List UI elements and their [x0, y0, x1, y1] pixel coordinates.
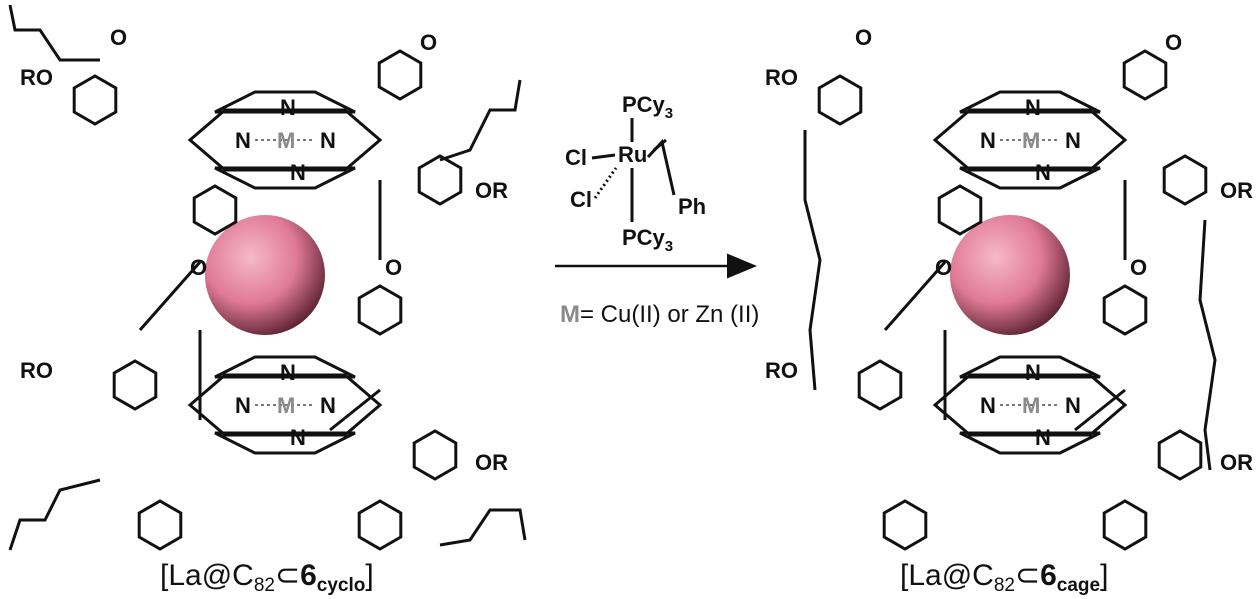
cl-label-2: Cl [570, 187, 592, 212]
porphyrin-core [932, 373, 1128, 437]
pyrrole-ring [214, 166, 356, 190]
butenyl-chain [439, 79, 522, 162]
or-label: OR [1220, 178, 1253, 203]
bond [591, 153, 616, 160]
benzene-ring [882, 499, 928, 551]
pyrrole-ring [959, 166, 1101, 190]
fullerene-sphere [205, 215, 325, 335]
oxygen-label: O [110, 25, 127, 50]
alkyl-chain [329, 388, 381, 432]
metal-conditions: M= Cu(II) or Zn (II) [560, 301, 759, 328]
benzene-ring [1162, 154, 1208, 206]
butenyl-chain [8, 4, 100, 62]
porphyrin-core [932, 108, 1128, 172]
nitrogen-label: N [235, 393, 251, 418]
ph-label: Ph [678, 194, 706, 219]
metal-label: M [1022, 393, 1040, 418]
nitrogen-label: N [1025, 360, 1041, 385]
porphyrin-core [187, 108, 383, 172]
benzene-ring [412, 429, 458, 481]
butenyl-chain [439, 508, 527, 547]
nitrogen-label: N [1035, 425, 1051, 450]
oxygen-label: O [1130, 255, 1147, 280]
benzene-ring [1157, 429, 1203, 481]
nitrogen-label: N [1025, 95, 1041, 120]
pcy3-top-label: PCy3 [622, 92, 673, 122]
metal-label: M [277, 393, 295, 418]
benzene-ring [417, 154, 463, 206]
oxygen-label: O [385, 255, 402, 280]
pyrrole-ring [959, 355, 1101, 379]
alkyl-chain [1074, 388, 1126, 432]
cage-linker [803, 130, 822, 391]
nitrogen-label: N [320, 393, 336, 418]
benzene-ring [1102, 499, 1148, 551]
ru-label: Ru [618, 142, 647, 167]
benzene-ring [137, 499, 183, 551]
grubbs-catalyst: PCy3 Cl Ru Cl Ph PCy3 [565, 92, 706, 255]
benzene-ring [857, 359, 903, 411]
oxygen-label: O [190, 255, 207, 280]
oxygen-label: O [935, 255, 952, 280]
bond [593, 167, 618, 199]
benzene-ring [1122, 49, 1168, 101]
pyrrole-ring [959, 431, 1101, 455]
benzene-ring [192, 184, 238, 236]
fullerene-sphere [950, 215, 1070, 335]
nitrogen-label: N [290, 160, 306, 185]
nitrogen-label: N [280, 360, 296, 385]
porphyrin-core [187, 373, 383, 437]
nitrogen-label: N [235, 128, 251, 153]
nitrogen-label: N [980, 128, 996, 153]
benzene-ring [377, 49, 423, 101]
nitrogen-label: N [290, 425, 306, 450]
pyrrole-ring [214, 90, 356, 114]
benzene-ring [937, 184, 983, 236]
oxygen-label: O [855, 25, 872, 50]
or-label: OR [475, 450, 508, 475]
nitrogen-label: N [980, 393, 996, 418]
benzene-ring [72, 74, 118, 126]
alkyl-chain [883, 261, 947, 331]
cl-label-1: Cl [565, 145, 587, 170]
or-label: OR [475, 178, 508, 203]
butenyl-chain [8, 478, 101, 551]
metal-label: M [1022, 128, 1040, 153]
pcy3-bottom-label: PCy3 [622, 225, 673, 255]
nitrogen-label: N [320, 128, 336, 153]
ro-label: RO [765, 358, 798, 383]
caption-cage: [La@C82⊂6cage] [900, 559, 1108, 596]
pyrrole-ring [959, 90, 1101, 114]
benzene-ring [112, 359, 158, 411]
benzene-ring [357, 499, 403, 551]
nitrogen-label: N [280, 95, 296, 120]
ro-label: RO [765, 65, 798, 90]
benzene-ring [1102, 284, 1148, 336]
oxygen-label: O [420, 30, 437, 55]
ro-label: RO [20, 358, 53, 383]
pyrrole-ring [214, 355, 356, 379]
cage-linker [1198, 219, 1217, 471]
nitrogen-label: N [1065, 393, 1081, 418]
ro-label: RO [20, 65, 53, 90]
metal-label: M [277, 128, 295, 153]
bond [646, 138, 676, 196]
oxygen-label: O [1165, 30, 1182, 55]
bond [653, 138, 667, 152]
or-label: OR [1220, 450, 1253, 475]
benzene-ring [357, 284, 403, 336]
pyrrole-ring [214, 431, 356, 455]
benzene-ring [817, 74, 863, 126]
caption-cyclo: [La@C82⊂6cyclo] [160, 559, 374, 596]
nitrogen-label: N [1035, 160, 1051, 185]
alkyl-chain [138, 261, 202, 331]
nitrogen-label: N [1065, 128, 1081, 153]
